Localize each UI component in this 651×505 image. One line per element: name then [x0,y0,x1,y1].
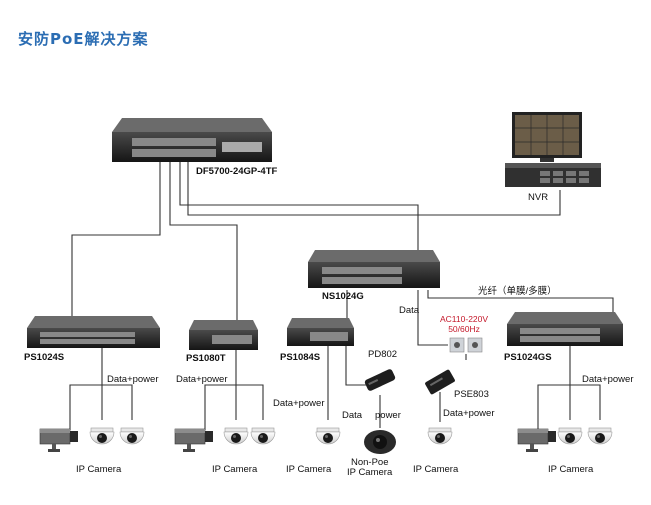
nonpoe-ip-camera-label: IP Camera [347,467,393,478]
pse803-icon [425,369,455,395]
nonpoe-label: Non-Poe [351,457,389,468]
ip-camera-label-5: IP Camera [548,464,594,475]
data-label-2: Data [342,410,363,421]
agg-switch-icon [308,250,440,288]
ip-camera-label-2: IP Camera [212,464,258,475]
ps1084s-label: PS1084S [280,352,321,363]
ps1024gs-label: PS1024GS [504,352,552,363]
agg-switch-label: NS1024G [322,291,364,302]
ac-label: AC110-220V 50/60Hz [440,314,488,334]
connection-lines [69,162,614,430]
data-power-label-5: Data+power [582,374,634,385]
camera-group-2 [174,427,276,453]
ps1084s-icon [287,318,354,346]
fiber-label: 光纤（单膜/多膜） [478,286,557,297]
nvr-icon [505,112,601,187]
camera-group-1 [39,427,145,453]
pse803-label: PSE803 [454,389,489,400]
pd802-label: PD802 [368,349,398,360]
data-power-label-2: Data+power [176,374,228,385]
camera-group-3 [315,427,341,445]
nvr-label: NVR [528,192,549,203]
camera-group-4 [427,427,453,445]
ps1024gs-icon [507,312,623,346]
nonpoe-camera-icon [364,430,396,454]
camera-group-5 [517,427,613,453]
page-title: 安防PoE解决方案 [18,30,149,48]
ac-line-1: AC110-220V [440,314,489,324]
core-switch-icon [112,118,272,162]
ip-camera-label-3: IP Camera [286,464,332,475]
ip-camera-label-1: IP Camera [76,464,122,475]
power-label: power [375,410,401,421]
pd802-icon [364,369,396,391]
ps1024s-label: PS1024S [24,352,65,363]
core-switch-label: DF5700-24GP-4TF [196,166,278,177]
data-power-label-3: Data+power [273,398,325,409]
data-power-label-1: Data+power [107,374,159,385]
data-power-label-4: Data+power [443,408,495,419]
ac-line-2: 50/60Hz [448,324,480,334]
ps1080t-icon [189,320,258,350]
ip-camera-label-4: IP Camera [413,464,459,475]
ps1024s-icon [27,316,160,348]
data-label: Data [399,305,420,316]
ps1080t-label: PS1080T [186,353,226,364]
ac-outlet-icon [449,337,483,353]
